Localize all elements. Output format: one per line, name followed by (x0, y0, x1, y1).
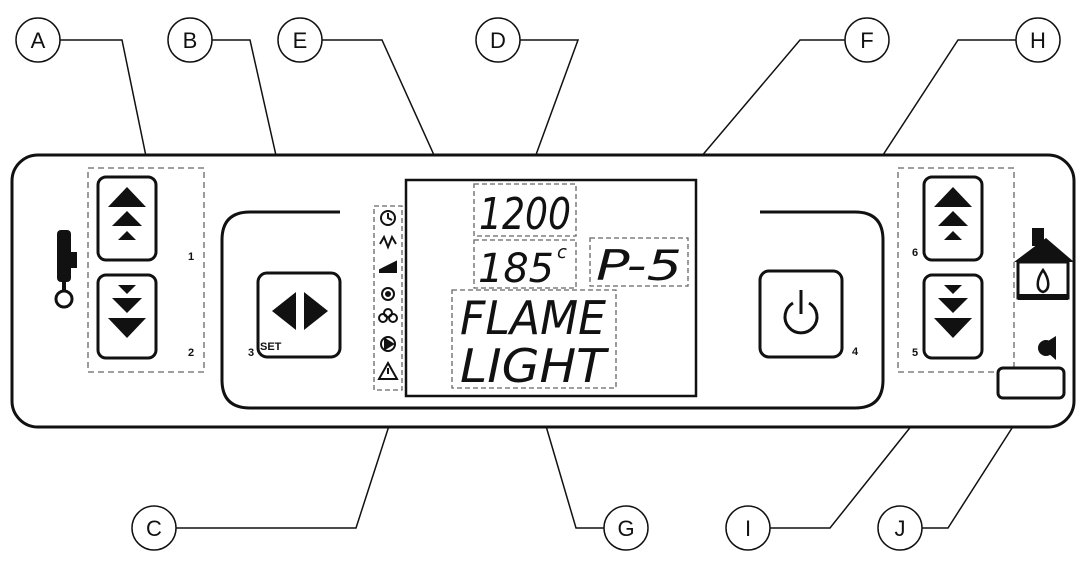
lcd-line1-box (473, 183, 577, 237)
power-button-number: 4 (852, 346, 859, 358)
callout-c: C (131, 505, 177, 551)
status-icon-group (373, 205, 403, 391)
callout-i-label: I (745, 516, 751, 541)
triple-down-arrow-icon (108, 285, 146, 338)
callout-a-label: A (31, 28, 46, 53)
callout-h-label: H (1030, 28, 1046, 53)
inner-frame (220, 210, 885, 410)
callout-j-label: J (895, 516, 906, 541)
callout-e-label: E (293, 28, 308, 53)
leader-c (176, 397, 399, 529)
callout-e: E (277, 17, 323, 63)
left-up-button[interactable] (96, 175, 158, 262)
triple-up-arrow-icon (108, 187, 146, 240)
leader-a (60, 39, 149, 167)
callout-f-label: F (860, 28, 873, 53)
callout-j: J (877, 505, 923, 551)
left-down-button-number: 2 (188, 347, 194, 359)
power-icon (783, 290, 819, 335)
callout-g-label: G (617, 516, 634, 541)
fan-indicator-icon (1038, 336, 1056, 360)
set-button-label: SET (260, 341, 282, 353)
auger-icon (379, 260, 397, 273)
pump-icon (380, 336, 396, 352)
callout-d: D (475, 17, 521, 63)
callout-b-label: B (183, 28, 198, 53)
callout-c-label: C (146, 516, 162, 541)
triple-up-arrow-icon (934, 187, 972, 240)
right-up-button[interactable] (922, 175, 984, 262)
lcd-temperature-unit: c (557, 242, 567, 263)
fan-icon (381, 287, 395, 301)
left-down-button[interactable] (96, 273, 158, 360)
callout-h: H (1015, 17, 1061, 63)
left-right-arrow-icon (272, 292, 328, 330)
set-button-number: 3 (248, 347, 254, 359)
lcd-temperature: 185 (478, 246, 554, 292)
status-icons (377, 210, 399, 380)
sensor-window (996, 366, 1066, 400)
lcd-message-line2: LIGHT (460, 339, 610, 393)
callout-d-label: D (490, 28, 506, 53)
triple-down-arrow-icon (934, 285, 972, 338)
lcd-message-line1: FLAME (460, 291, 606, 345)
power-button[interactable] (758, 269, 844, 359)
set-button[interactable] (256, 271, 342, 359)
house-flame-icon (1014, 228, 1074, 300)
leader-lines (60, 39, 1031, 529)
lcd-temperature-box (473, 239, 577, 289)
callout-b: B (167, 17, 213, 63)
lcd-line1: 1200 (479, 189, 571, 240)
exhaust-fan-icon (378, 308, 398, 323)
thermometer-icon (54, 230, 77, 309)
leader-j (922, 399, 1031, 529)
clock-icon (380, 210, 396, 226)
leader-d (520, 39, 580, 183)
resistance-icon (379, 234, 397, 250)
lcd-power-box (589, 237, 689, 287)
right-up-button-number: 6 (912, 247, 918, 259)
callout-i: I (725, 505, 771, 551)
warning-icon (377, 360, 399, 380)
leader-i (770, 379, 949, 529)
callout-f: F (844, 17, 890, 63)
right-down-button-number: 5 (912, 347, 918, 359)
right-down-button[interactable] (922, 273, 984, 360)
callout-g: G (603, 505, 649, 551)
lcd-message-box (451, 289, 617, 389)
lcd-screen (404, 178, 698, 398)
leader-g (535, 391, 604, 529)
left-up-button-number: 1 (188, 251, 194, 263)
callout-a: A (15, 17, 61, 63)
lcd-power-level: P-5 (596, 241, 682, 290)
